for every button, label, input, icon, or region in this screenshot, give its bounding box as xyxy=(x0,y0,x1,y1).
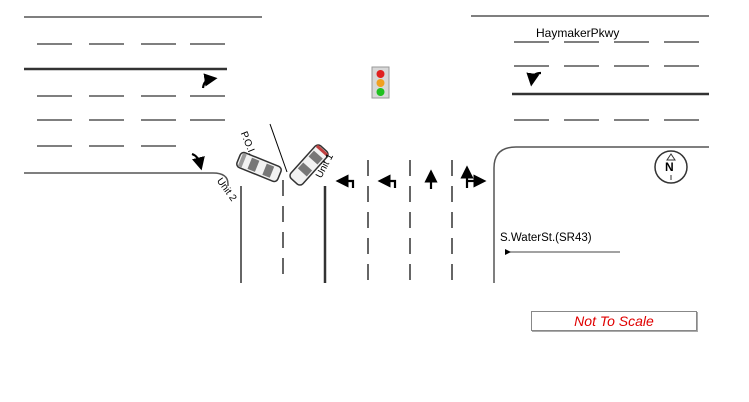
compass-north-label: N xyxy=(665,160,674,174)
straight-right-arrow-icon xyxy=(460,165,487,188)
west-lane-dashes xyxy=(37,43,225,147)
west-road-edges xyxy=(24,16,262,186)
left-turn-arrow-icon xyxy=(335,174,355,188)
south-road-lines xyxy=(240,160,453,283)
scale-note-box: Not To Scale xyxy=(531,311,697,331)
turn-right-down-arrow-icon xyxy=(191,152,205,171)
street-name-label: HaymakerPkwy xyxy=(536,26,620,40)
poi-leader-line xyxy=(269,123,288,173)
left-turn-arrow-icon-2 xyxy=(377,174,397,188)
unit-2-vehicle xyxy=(236,151,282,183)
scale-note-text: Not To Scale xyxy=(574,313,654,329)
road-name-label: S.WaterSt.(SR43) xyxy=(500,232,592,244)
turn-left-arrow-icon xyxy=(526,71,542,87)
traffic-light-icon xyxy=(371,66,390,99)
unit-1-vehicle xyxy=(289,144,329,186)
north-compass-icon xyxy=(654,150,688,184)
east-road-edges xyxy=(471,15,709,283)
east-lane-dashes xyxy=(514,41,699,121)
turn-right-arrow-icon xyxy=(201,73,218,89)
